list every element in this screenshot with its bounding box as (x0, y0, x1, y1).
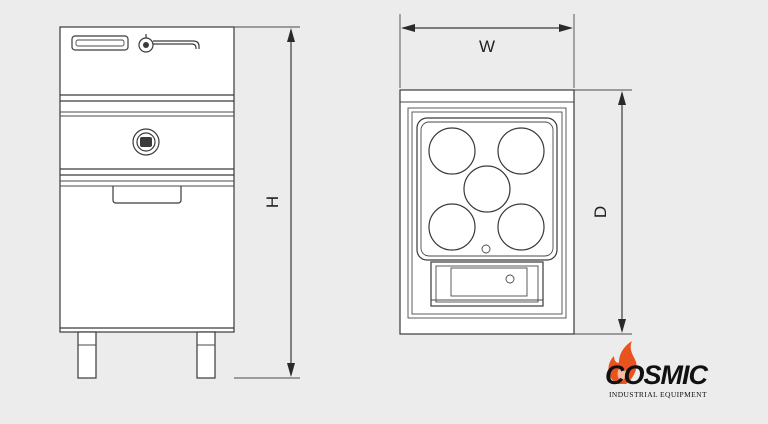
brand-logo: COSMIC INDUSTRIAL EQUIPMENT (605, 341, 710, 399)
flame-icon (608, 341, 637, 384)
top-view (399, 89, 575, 335)
logo-tagline: INDUSTRIAL EQUIPMENT (609, 390, 707, 399)
door-handle (112, 186, 182, 204)
depth-label: D (591, 206, 610, 218)
burner-center (463, 165, 511, 213)
logo-word: COSMIC (605, 360, 709, 390)
height-dimension: H (234, 26, 300, 379)
control-knob-icon (132, 128, 160, 156)
drawer-frame (430, 261, 544, 307)
depth-dimension: D (574, 89, 632, 335)
burner-top-left (428, 127, 476, 175)
width-label: W (479, 37, 495, 56)
height-label: H (263, 196, 282, 208)
faucet-icon (138, 34, 200, 53)
front-handle-inner (75, 39, 125, 47)
burner-top-right (497, 127, 545, 175)
burner-wells (428, 127, 545, 254)
front-view (59, 26, 235, 379)
burner-bottom-right (497, 203, 545, 251)
width-dimension: W (399, 14, 575, 88)
burner-bottom-left (428, 203, 476, 251)
front-legs (77, 331, 216, 379)
front-body (59, 26, 235, 333)
front-handle-slot (71, 35, 129, 51)
